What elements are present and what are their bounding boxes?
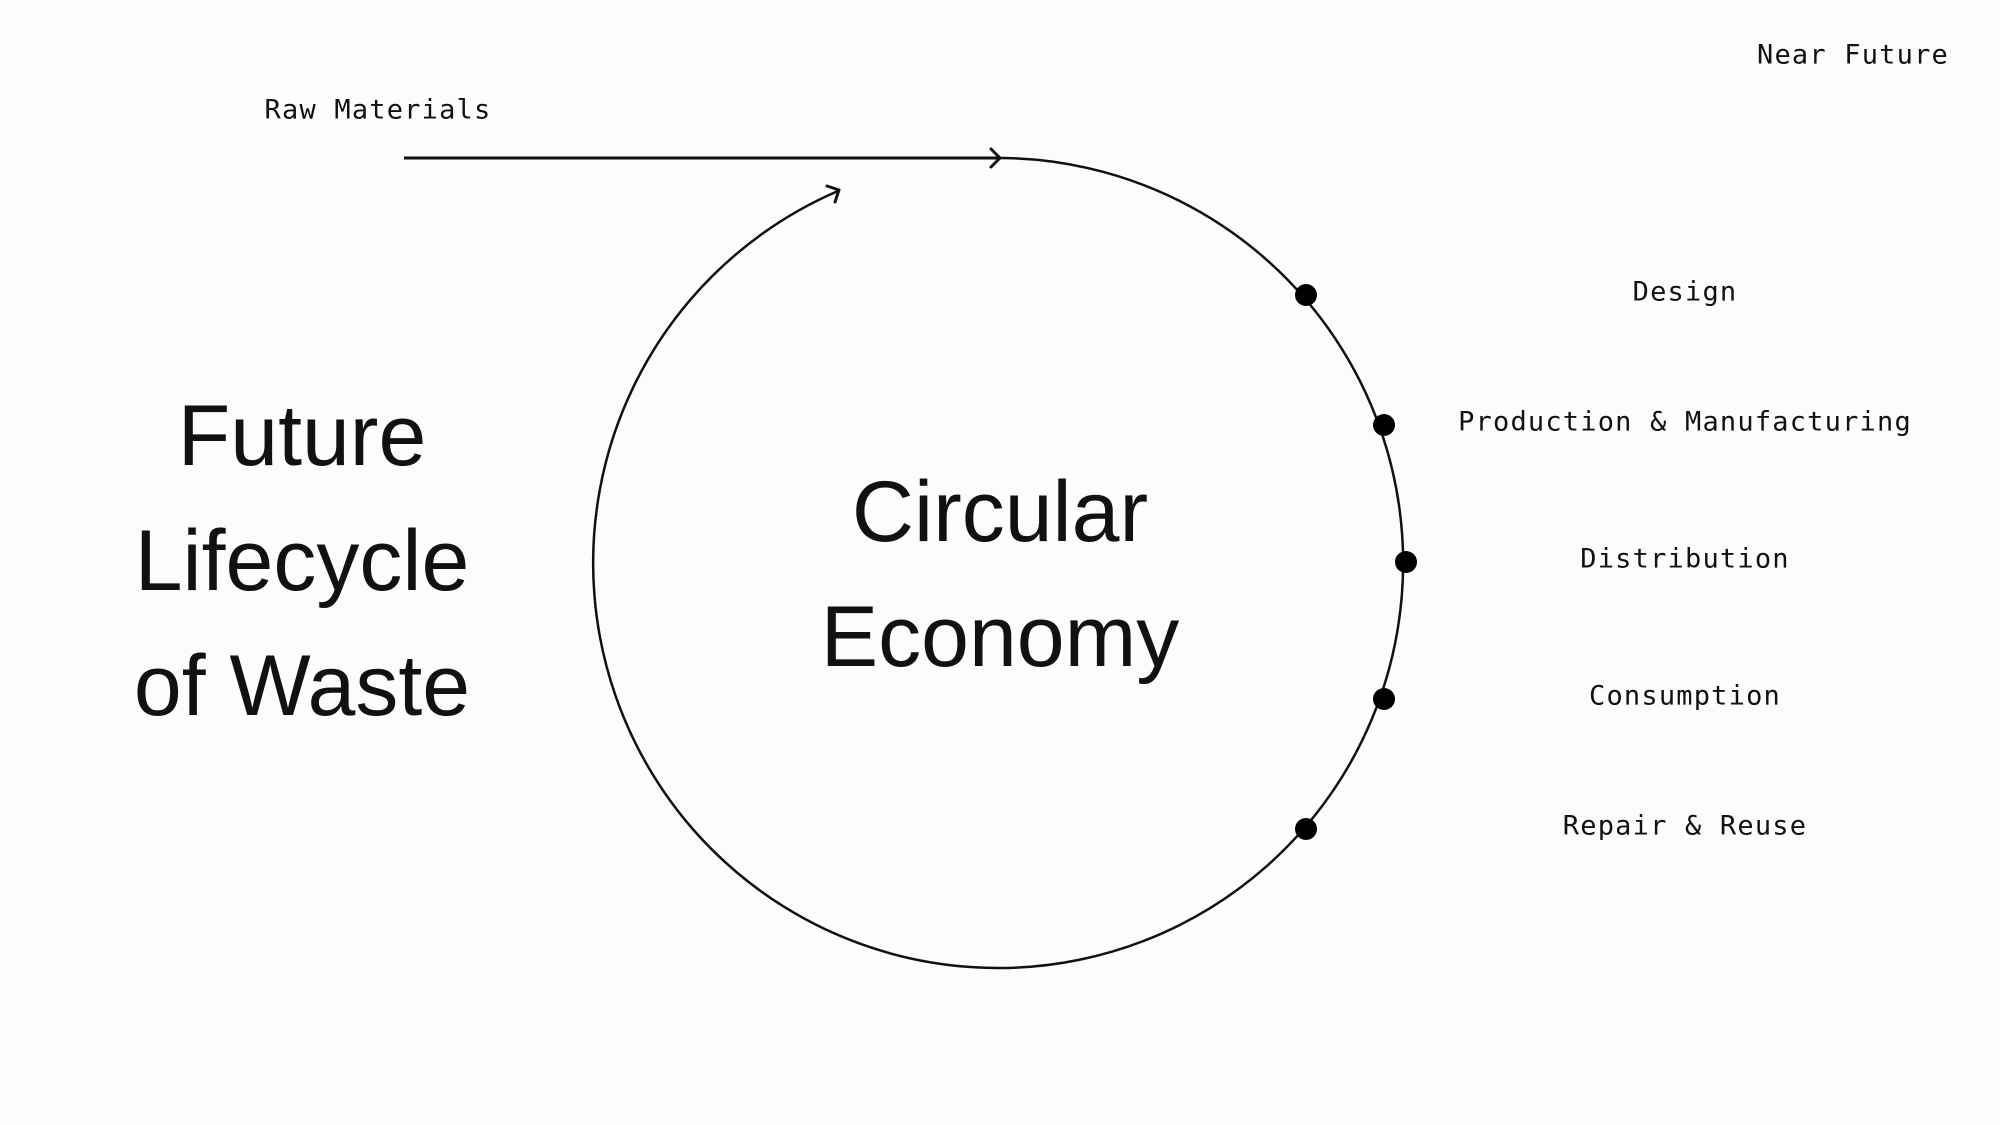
stage-label-distribution: Distribution: [1580, 543, 1790, 575]
cycle-arrowhead-icon: [825, 184, 841, 204]
stage-label-consumption: Consumption: [1588, 680, 1782, 712]
center-line-1: Circular: [851, 464, 1149, 560]
stage-label-production: Production & Manufacturing: [1458, 406, 1912, 438]
stage-dot-design: [1295, 284, 1317, 306]
title-line-3: of Waste: [133, 638, 471, 734]
stage-dot-consumption: [1373, 688, 1395, 710]
title-line-1: Future: [177, 388, 427, 484]
stage-dot-repair: [1295, 818, 1317, 840]
stage-dot-production: [1373, 414, 1395, 436]
near-future-label: Near Future: [1756, 39, 1950, 71]
stage-dot-distribution: [1395, 551, 1417, 573]
title-line-2: Lifecycle: [134, 513, 470, 609]
raw-materials-label: Raw Materials: [264, 94, 492, 126]
stage-label-repair: Repair & Reuse: [1562, 810, 1808, 842]
cycle-circle-arc: [591, 156, 1405, 970]
center-line-2: Economy: [820, 589, 1180, 685]
stage-label-design: Design: [1632, 276, 1738, 308]
